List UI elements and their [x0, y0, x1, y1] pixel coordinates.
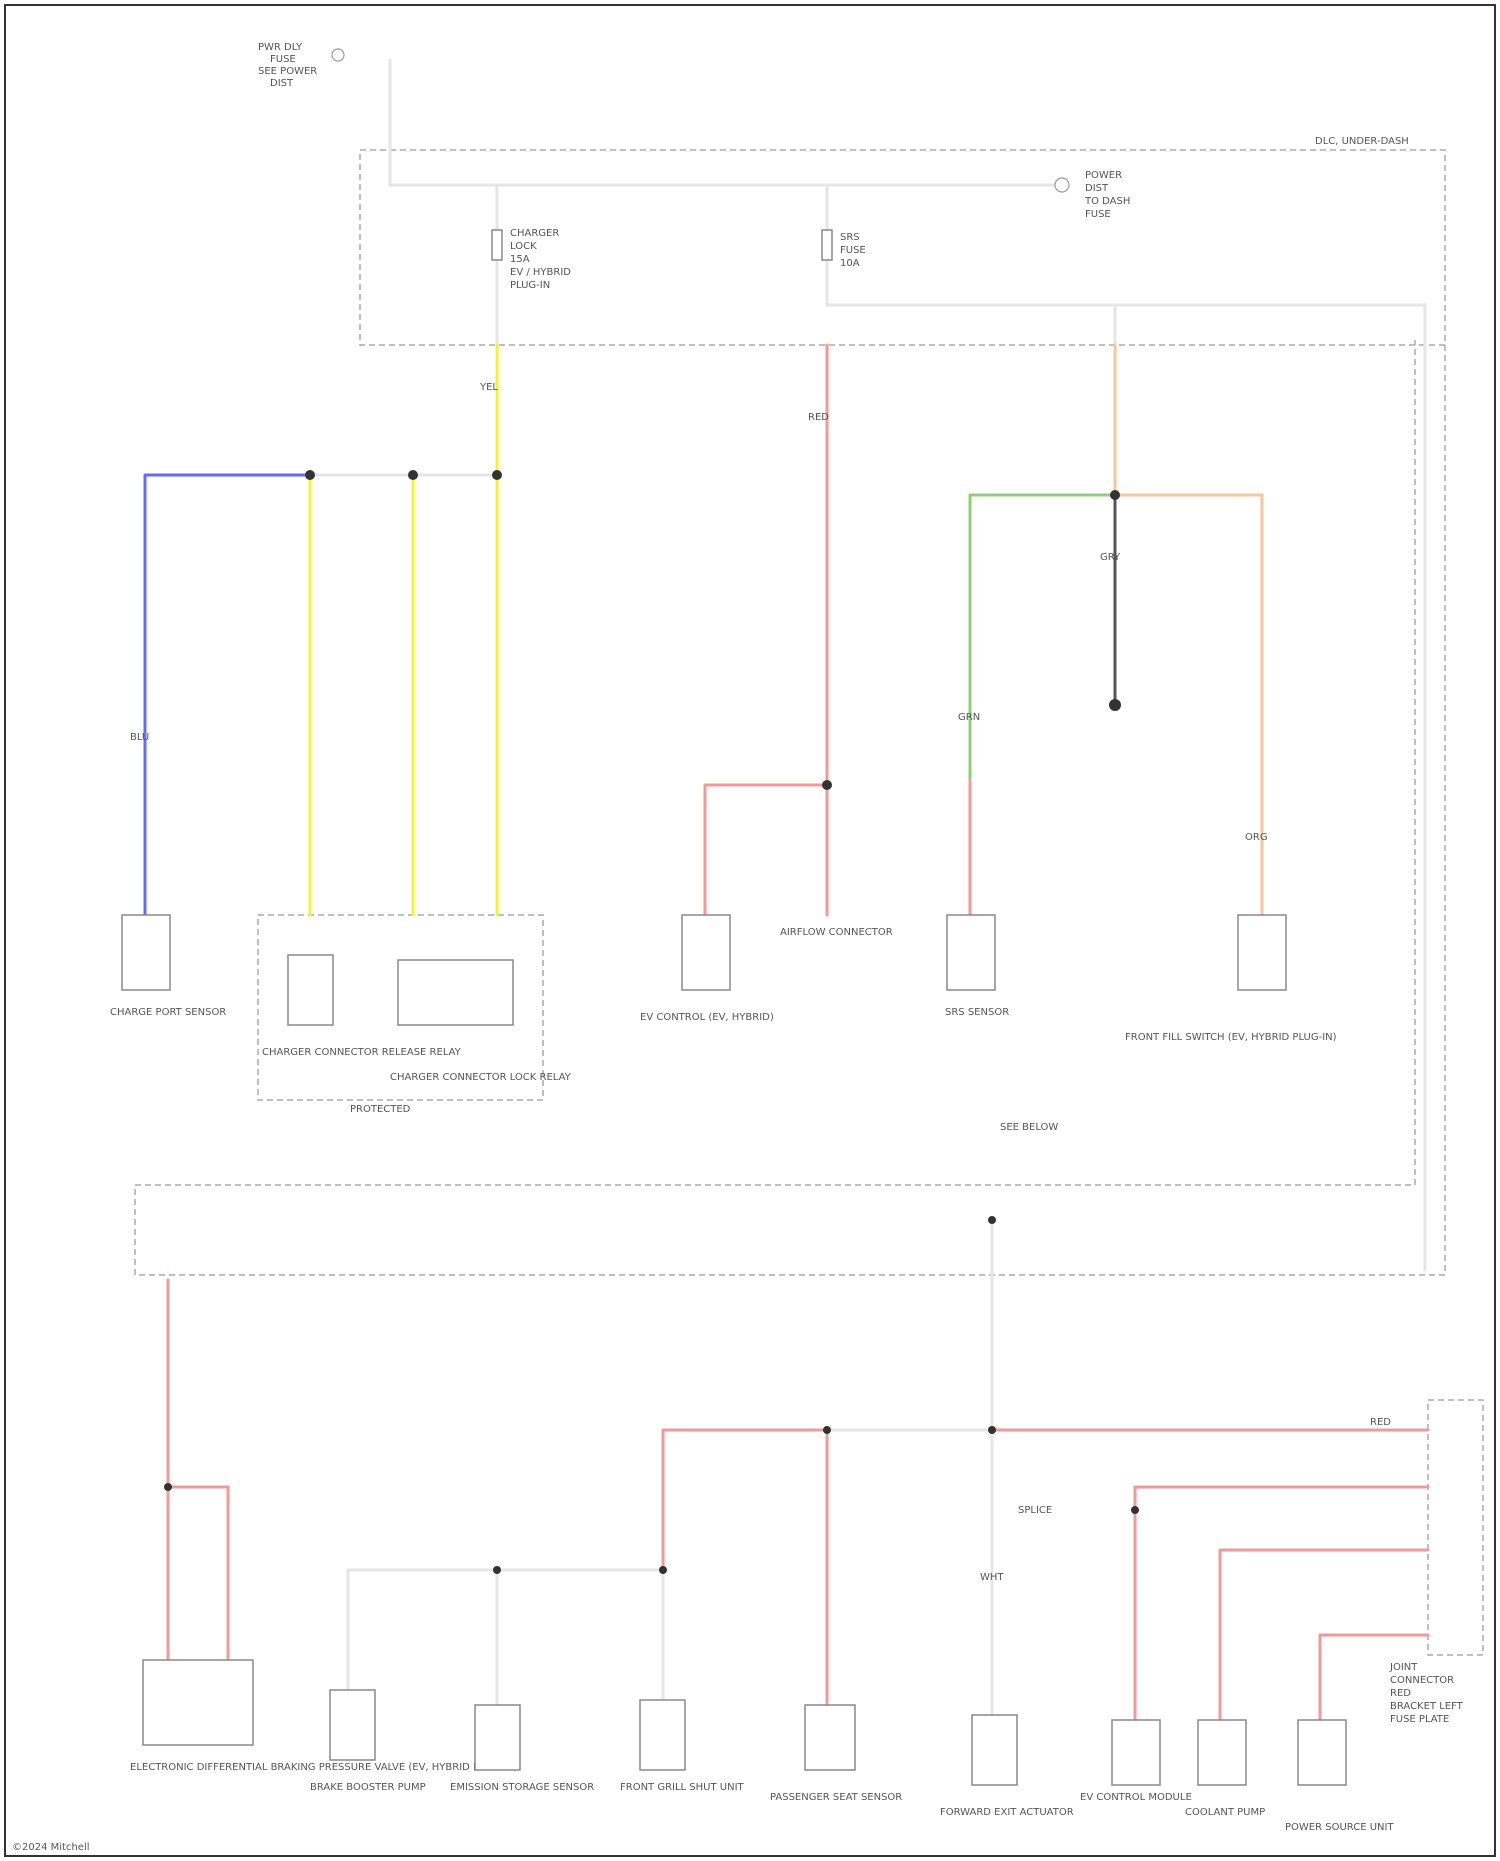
svg-text:CONNECTOR: CONNECTOR	[1390, 1675, 1454, 1686]
front-fill-switch-label: FRONT FILL SWITCH (EV, HYBRID PLUG-IN)	[1125, 1032, 1337, 1043]
blue-wire	[145, 475, 310, 915]
srs-sensor-label: SRS SENSOR	[945, 1007, 1009, 1018]
joint-connector-enclosure	[1428, 1400, 1483, 1655]
charger-release-relay-label: CHARGER CONNECTOR RELEASE RELAY	[262, 1047, 462, 1058]
top-power-source-label: PWR DLY FUSE SEE POWER DIST	[258, 42, 317, 89]
red-ev-module-wire	[1135, 1487, 1428, 1720]
splice-label: SPLICE	[1018, 1505, 1052, 1516]
svg-text:JOINT: JOINT	[1389, 1662, 1418, 1673]
orange-wire-label: ORG	[1245, 832, 1268, 843]
ground-point	[1109, 699, 1121, 711]
ev-control-module-label: EV CONTROL MODULE	[1080, 1792, 1192, 1803]
white-wire-label: WHT	[980, 1572, 1004, 1583]
splice-10	[988, 1426, 996, 1434]
right-ref-connector	[1055, 178, 1069, 192]
lower-enclosure	[135, 340, 1445, 1275]
brake-booster-box	[330, 1690, 375, 1760]
charger-lock-relay-box	[398, 960, 513, 1025]
svg-text:DIST: DIST	[270, 78, 294, 89]
yellow-wire-label: YEL	[479, 382, 498, 393]
splice-8	[493, 1566, 501, 1574]
airflow-connector-label: AIRFLOW CONNECTOR	[780, 927, 893, 938]
emission-sensor-box	[475, 1705, 520, 1770]
ev-control-label: EV CONTROL (EV, HYBRID)	[640, 1012, 774, 1023]
svg-text:PWR DLY: PWR DLY	[258, 42, 303, 53]
emission-sensor-label: EMISSION STORAGE SENSOR	[450, 1782, 594, 1793]
charger-release-relay-box	[288, 955, 333, 1025]
splice-11	[1131, 1506, 1139, 1514]
splice-4	[822, 780, 832, 790]
svg-text:DIST: DIST	[1085, 183, 1109, 194]
red-ev-control-wire	[705, 785, 827, 915]
passenger-seat-sensor-label: PASSENGER SEAT SENSOR	[770, 1792, 902, 1803]
svg-text:BRACKET LEFT: BRACKET LEFT	[1390, 1701, 1464, 1712]
gray-wire-label: GRY	[1100, 552, 1121, 563]
svg-text:RED: RED	[1390, 1688, 1411, 1699]
forward-exit-label: FORWARD EXIT ACTUATOR	[940, 1807, 1074, 1818]
fuse-b-label: SRS FUSE 10A	[840, 232, 866, 269]
red-lower-wire-label: RED	[1370, 1417, 1391, 1428]
svg-text:15A: 15A	[510, 254, 530, 265]
svg-text:LOCK: LOCK	[510, 241, 537, 252]
braking-valve-label: ELECTRONIC DIFFERENTIAL BRAKING PRESSURE…	[130, 1762, 517, 1773]
splice-5	[1110, 490, 1120, 500]
grill-shut-box	[640, 1700, 685, 1770]
svg-text:PLUG-IN: PLUG-IN	[510, 280, 550, 291]
ev-control-module-box	[1112, 1720, 1160, 1785]
joint-connector-label: JOINT CONNECTOR RED BRACKET LEFT FUSE PL…	[1389, 1662, 1464, 1725]
protected-group-label: PROTECTED	[350, 1104, 411, 1115]
front-fill-switch-box	[1238, 915, 1286, 990]
right-power-ref-label: POWER DIST TO DASH FUSE	[1084, 170, 1130, 220]
power-source-unit-box	[1298, 1720, 1346, 1785]
orange-fill-switch-wire	[1115, 495, 1262, 915]
svg-text:FUSE: FUSE	[840, 245, 866, 256]
svg-text:FUSE PLATE: FUSE PLATE	[1390, 1714, 1449, 1725]
fuse-a-label: CHARGER LOCK 15A EV / HYBRID PLUG-IN	[510, 228, 571, 291]
charger-lock-relay-label: CHARGER CONNECTOR LOCK RELAY	[390, 1072, 572, 1083]
grill-shut-label: FRONT GRILL SHUT UNIT	[620, 1782, 745, 1793]
coolant-pump-label: COOLANT PUMP	[1185, 1807, 1265, 1818]
braking-valve-box	[143, 1660, 253, 1745]
main-bus-wire	[390, 60, 1060, 185]
fuse-b-wire	[827, 185, 1425, 1270]
svg-text:FUSE: FUSE	[1085, 209, 1111, 220]
red-valve-wire-b	[168, 1487, 228, 1660]
charge-port-sensor-label: CHARGE PORT SENSOR	[110, 1007, 226, 1018]
ev-control-box	[682, 915, 730, 990]
green-wire-label: GRN	[958, 712, 980, 723]
lower-ref-label: SEE BELOW	[1000, 1122, 1058, 1133]
forward-exit-box	[972, 1715, 1017, 1785]
fuse-box-label: DLC, UNDER-DASH	[1315, 136, 1409, 147]
svg-text:FUSE: FUSE	[270, 54, 296, 65]
lower-tap	[988, 1216, 996, 1224]
splice-3	[492, 470, 502, 480]
splice-7	[659, 1566, 667, 1574]
svg-text:POWER: POWER	[1085, 170, 1122, 181]
blue-wire-label: BLU	[130, 732, 149, 743]
svg-text:10A: 10A	[840, 258, 860, 269]
brake-booster-label: BRAKE BOOSTER PUMP	[310, 1782, 426, 1793]
red-wire-label: RED	[808, 412, 829, 423]
splice-9	[823, 1426, 831, 1434]
splice-1	[305, 470, 315, 480]
passenger-seat-sensor-box	[805, 1705, 855, 1770]
svg-text:EV / HYBRID: EV / HYBRID	[510, 267, 571, 278]
fuse-b	[822, 230, 832, 260]
svg-text:SRS: SRS	[840, 232, 860, 243]
green-wire	[970, 495, 1115, 780]
power-source-unit-label: POWER SOURCE UNIT	[1285, 1822, 1394, 1833]
footer-credit: ©2024 Mitchell	[12, 1842, 90, 1853]
charge-port-sensor-box	[122, 915, 170, 990]
splice-2	[408, 470, 418, 480]
splice-6	[164, 1483, 172, 1491]
svg-text:SEE POWER: SEE POWER	[258, 66, 317, 77]
coolant-pump-box	[1198, 1720, 1246, 1785]
top-source-connector	[332, 49, 344, 61]
fuse-a	[492, 230, 502, 260]
svg-text:TO DASH: TO DASH	[1084, 196, 1130, 207]
svg-text:CHARGER: CHARGER	[510, 228, 559, 239]
srs-sensor-box	[947, 915, 995, 990]
